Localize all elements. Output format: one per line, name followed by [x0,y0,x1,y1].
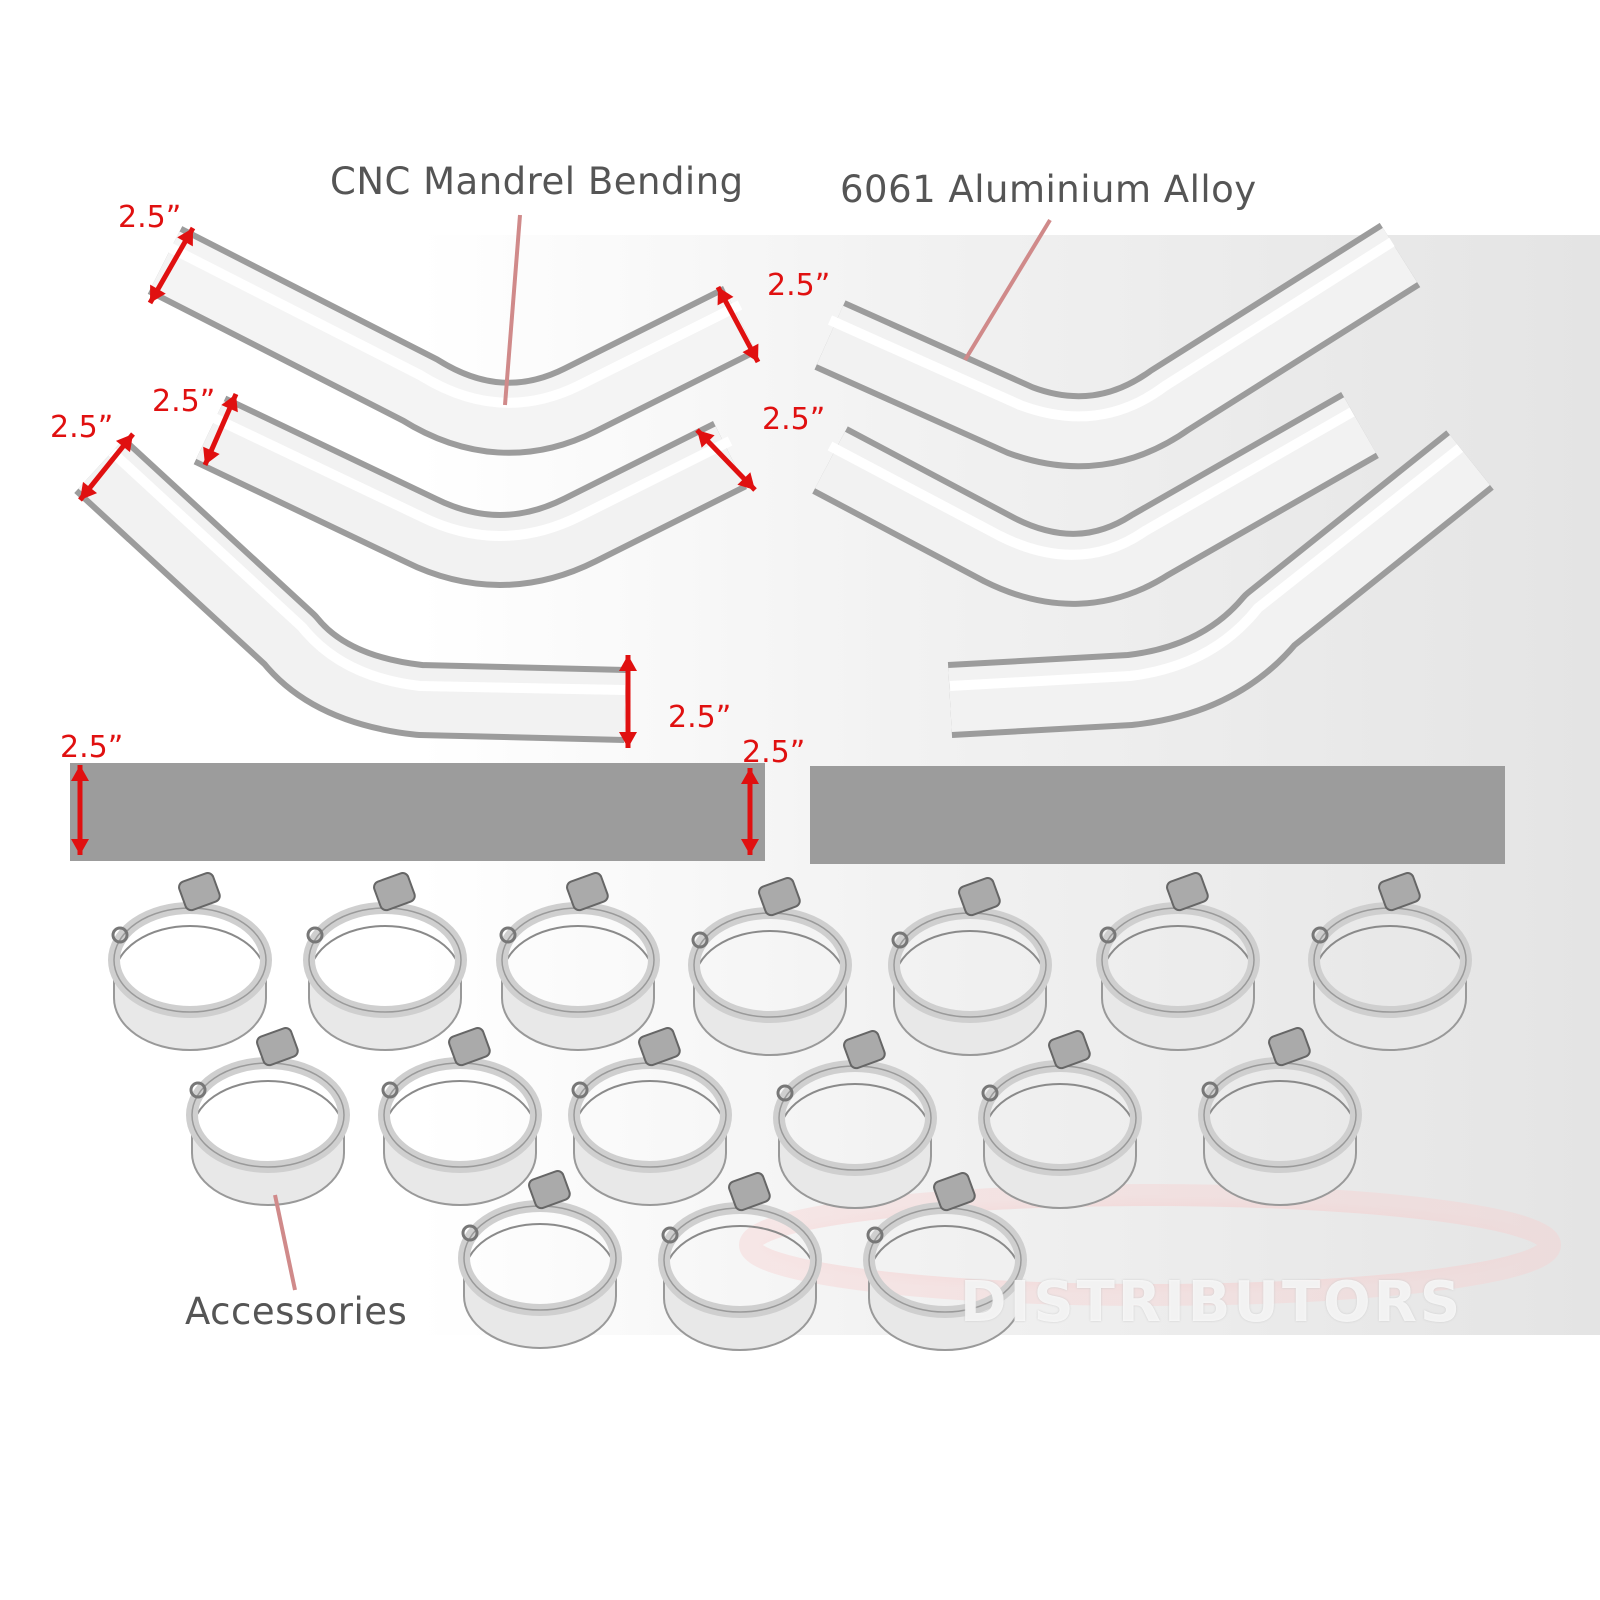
hose-clamp [978,1030,1142,1209]
dimension-label: 2.5” [742,735,806,770]
hose-clamp [1096,872,1260,1051]
hose-clamp [378,1027,542,1206]
hose-clamp [458,1170,622,1349]
callout-bending: CNC Mandrel Bending [330,160,744,203]
hose-clamp [1198,1027,1362,1206]
pointer-line-bending [503,214,522,406]
pipe-bend-1 [147,226,757,456]
dimension-label: 2.5” [152,384,216,419]
pointer-line-accessories [273,1194,297,1291]
double-arrow-icon [619,655,637,748]
hose-clamp [496,872,660,1051]
pipe-bend-3 [74,437,626,743]
dimension-label: 2.5” [60,730,124,765]
hose-clamp [108,872,272,1051]
dimension-label: 2.5” [762,402,826,437]
hose-clamp [773,1030,937,1209]
pipe-bend-5 [812,392,1379,607]
watermark-swoosh [739,1184,1561,1306]
hose-clamp [1308,872,1472,1051]
dimension-label: 2.5” [118,200,182,235]
double-arrow-icon [741,768,759,855]
pipe-bend-6 [947,430,1494,738]
hose-clamp [888,877,1052,1056]
double-arrow-icon [71,765,89,855]
hose-clamp [688,877,852,1056]
callout-accessories: Accessories [185,1290,408,1333]
callout-material: 6061 Aluminium Alloy [840,168,1257,211]
dimension-label: 2.5” [668,700,732,735]
double-arrow-icon [147,226,196,305]
hose-clamp [658,1172,822,1351]
pointer-line-material [963,218,1052,362]
pipe-bend-4 [814,222,1421,470]
hose-clamp [568,1027,732,1206]
dimension-label: 2.5” [767,268,831,303]
double-arrow-icon [78,432,135,502]
double-arrow-icon [715,285,761,364]
watermark-text: DISTRIBUTORS [960,1270,1464,1335]
hose-clamp [186,1027,350,1206]
pipe-bend-2 [193,395,747,588]
double-arrow-icon [695,428,757,492]
double-arrow-icon [202,392,239,467]
hose-clamp [863,1172,1027,1351]
dimension-label: 2.5” [50,410,114,445]
hose-clamp [303,872,467,1051]
